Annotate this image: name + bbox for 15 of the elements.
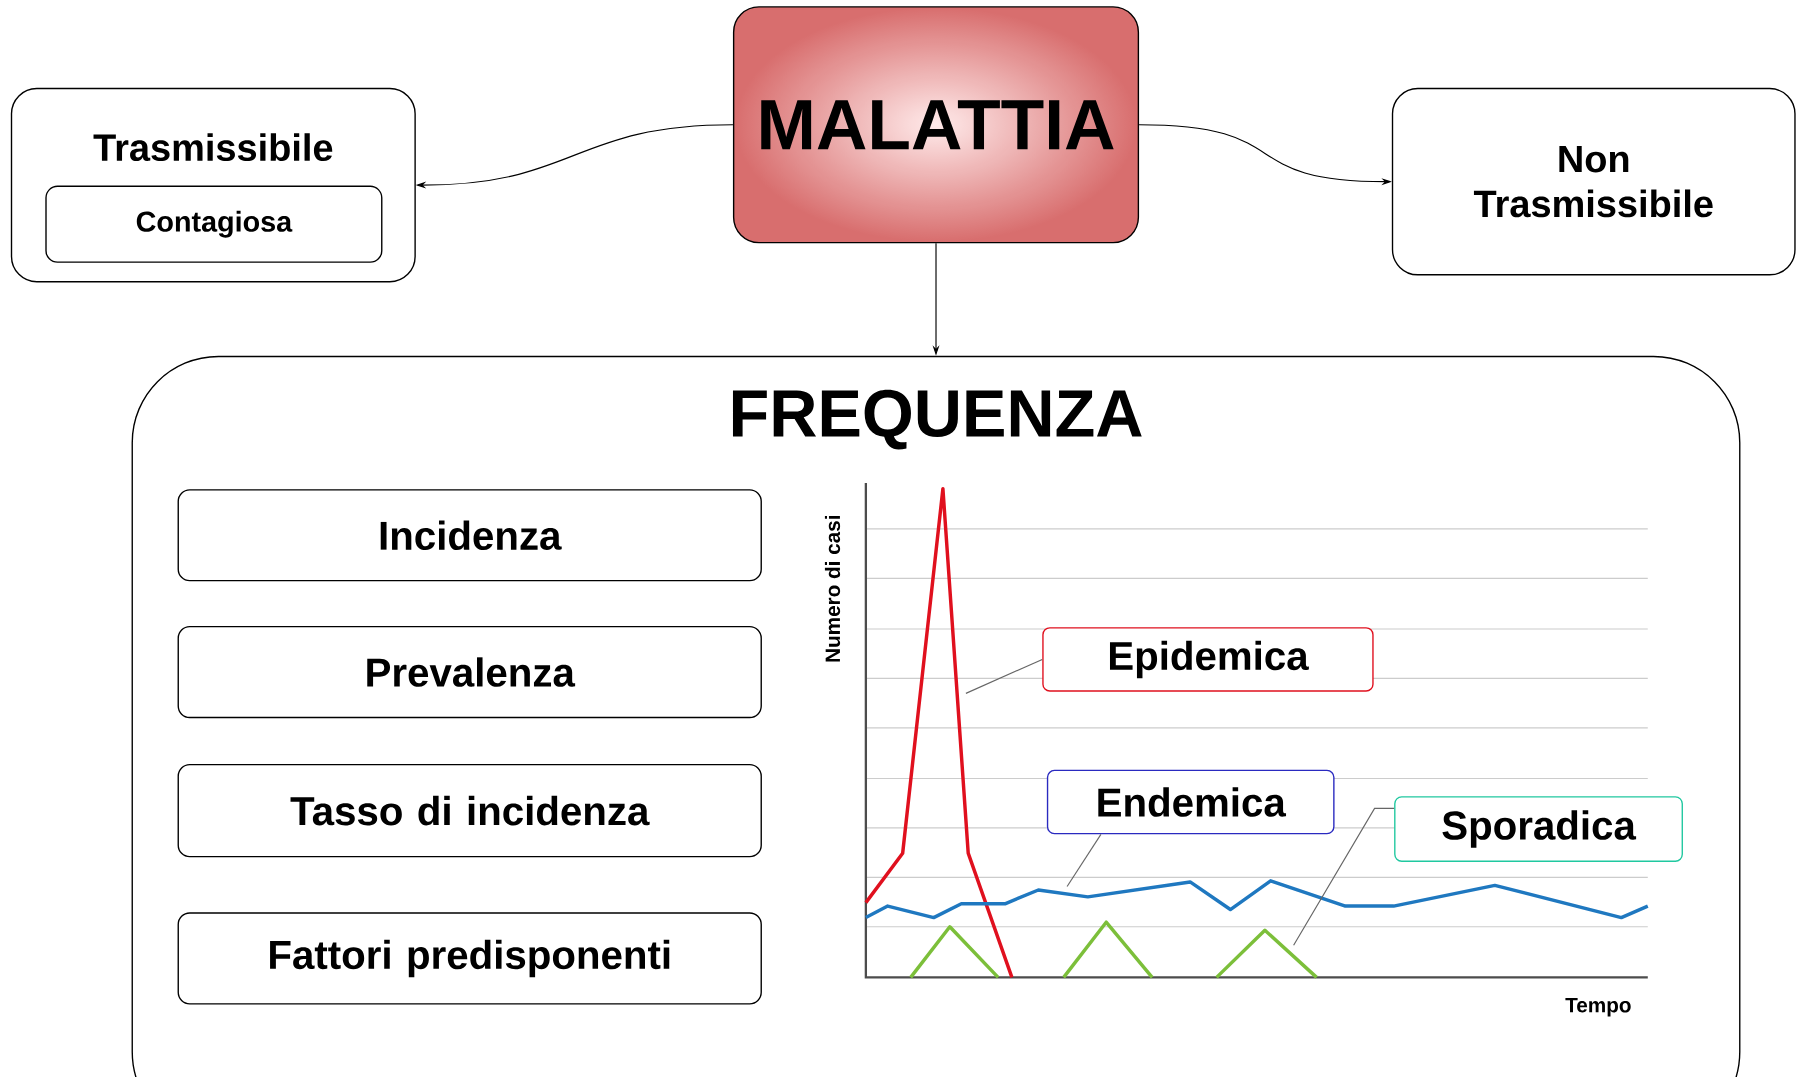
leader-line <box>1293 807 1395 946</box>
measure-box: Incidenza <box>177 488 762 582</box>
measure-box: Prevalenza <box>177 625 762 718</box>
leader-line <box>965 658 1043 694</box>
axis-label: Tempo <box>1565 997 1631 1017</box>
leader-line <box>1066 833 1102 887</box>
title-box: MALATTIA <box>732 6 1140 244</box>
callout-box: Sporadica <box>1394 795 1683 862</box>
category-box: Non Trasmissibile <box>1391 87 1796 276</box>
callout-box: Epidemica <box>1042 626 1374 692</box>
measure-box: Fattori predisponenti <box>177 912 762 1005</box>
measure-box: Tasso di incidenza <box>177 763 762 858</box>
callout-box: Endemica <box>1046 769 1335 835</box>
sub-category-box: Contagiosa <box>45 185 383 263</box>
axis-label: Numero di casi <box>824 515 841 662</box>
